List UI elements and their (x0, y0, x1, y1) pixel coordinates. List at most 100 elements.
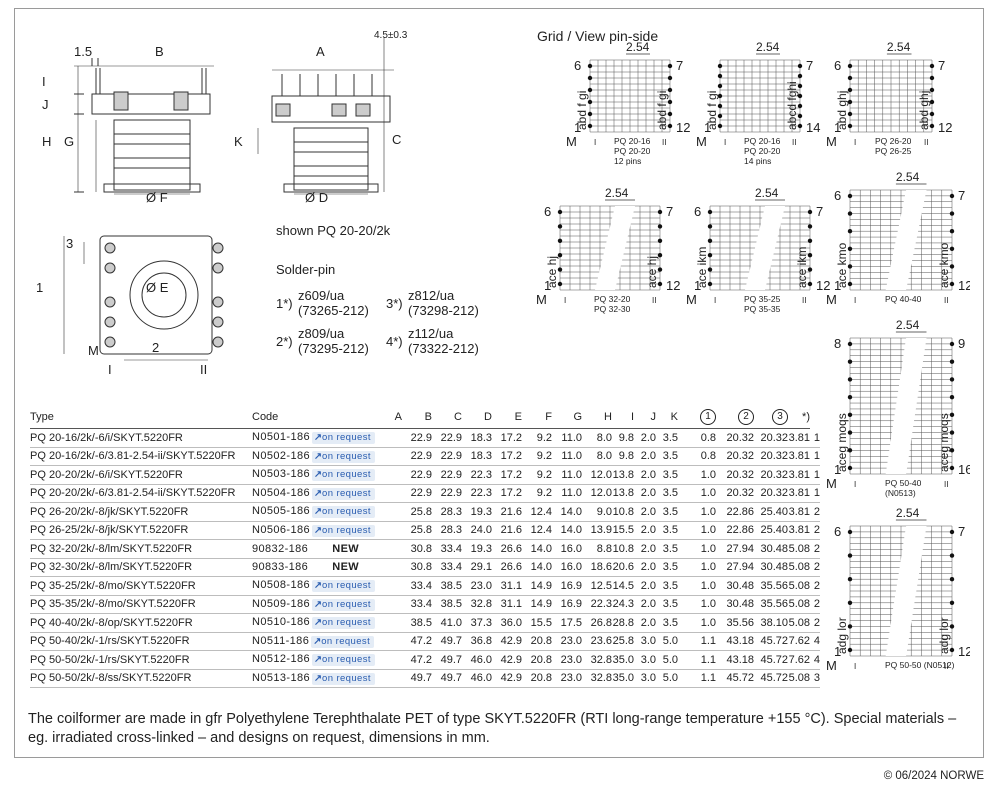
value-cell: 7.62 (788, 650, 810, 670)
table-header-cell: I (612, 409, 634, 429)
pin-dot (797, 93, 803, 99)
value-cell: 9.2 (522, 447, 552, 466)
pin-number-top: 6 (834, 188, 841, 203)
value-cell: 14.0 (552, 502, 582, 522)
on-request-link[interactable]: ↗on request (312, 506, 375, 519)
value-cell: 2 (810, 613, 820, 633)
value-cell: 38.5 (402, 613, 432, 633)
shown-label: shown PQ 20-20/2k (276, 223, 391, 238)
value-cell: 17.2 (492, 484, 522, 503)
on-request-link[interactable]: ↗on request (312, 487, 375, 500)
grid-row-i: I (564, 296, 566, 305)
grid-m-label: M (826, 476, 837, 491)
value-cell: 3.81 (788, 428, 810, 448)
pin-dot (807, 238, 813, 243)
value-cell: 30.8 (402, 539, 432, 559)
code-text: N0513-186 (252, 671, 311, 684)
value-cell: 1.0 (678, 595, 716, 614)
value-cell: 19.3 (462, 539, 492, 559)
grid-caption: PQ 32-20 (594, 294, 631, 304)
grid-caption: PQ 40-40 (885, 294, 922, 304)
pin-dot (587, 111, 593, 117)
value-cell: 2.0 (634, 576, 656, 596)
runner-icon: ↗ (313, 635, 322, 647)
value-cell: 18.3 (462, 447, 492, 466)
grid-caption: PQ 50-50 (N0512) (885, 660, 955, 670)
pin-letters-left: ace kmo (835, 242, 849, 288)
on-request-link[interactable]: ↗on request (312, 672, 375, 685)
value-cell: 14.0 (522, 539, 552, 559)
value-cell: 16.9 (552, 576, 582, 596)
table-header-cell: J (634, 409, 656, 429)
pin-number-right-top: 7 (958, 188, 965, 203)
code-text: N0506-186 (252, 523, 311, 536)
on-request-link[interactable]: ↗on request (312, 432, 375, 445)
table-header-cell: Code (252, 409, 344, 429)
pin-dot (707, 209, 713, 215)
on-request-link[interactable]: ↗on request (312, 524, 375, 537)
pin-letters-right: abcd fghi (785, 81, 799, 130)
on-request-link[interactable]: ↗on request (312, 469, 375, 482)
value-cell: 2 (810, 595, 820, 614)
value-cell: 3.5 (656, 428, 678, 448)
value-cell: 17.2 (492, 465, 522, 485)
value-cell: 9.2 (522, 484, 552, 503)
pin-dot (929, 63, 935, 69)
value-cell: 14.9 (522, 595, 552, 614)
grid-gap (885, 526, 927, 656)
on-request-link[interactable]: ↗on request (312, 654, 375, 667)
dim-m-label: M (88, 343, 99, 358)
on-request-link[interactable]: ↗on request (311, 635, 375, 648)
pin-dot (949, 264, 955, 269)
value-cell: 22.9 (432, 447, 462, 466)
pin-dot (587, 99, 593, 105)
pin-dot (557, 267, 563, 272)
value-cell: 1 (810, 465, 820, 485)
value-cell: 3.5 (656, 521, 678, 540)
pin-dot (847, 529, 853, 535)
value-cell: 12.0 (582, 484, 612, 503)
value-cell: 1 (810, 484, 820, 503)
pin-dot (657, 209, 663, 215)
value-cell: 22.86 (716, 521, 754, 540)
code-cell: N0505-186↗on request (252, 502, 402, 522)
on-request-link[interactable]: ↗on request (312, 580, 375, 593)
on-request-link[interactable]: ↗on request (312, 617, 375, 630)
pin-dot (587, 63, 593, 69)
pin-letters-left: adg lor (835, 617, 849, 654)
value-cell: 47.2 (402, 632, 432, 651)
value-cell: 46.0 (462, 650, 492, 670)
grid-m-label: M (826, 134, 837, 149)
value-cell: 2.0 (634, 595, 656, 614)
pin-number-top: 8 (834, 336, 841, 351)
value-cell: 43.18 (716, 650, 754, 670)
value-cell: 4 (810, 650, 820, 670)
type-cell: PQ 26-25/2k/-8/jk/SKYT.5220FR (30, 521, 252, 540)
code-text: N0504-186 (252, 486, 311, 499)
table-header-cell: *) (788, 409, 810, 429)
on-request-link[interactable]: ↗on request (312, 598, 375, 611)
value-cell: 0.8 (678, 447, 716, 466)
type-cell: PQ 32-30/2k/-8/lm/SKYT.5220FR (30, 558, 252, 577)
dim-45-label: 4.5±0.3 (374, 30, 408, 41)
on-request-link[interactable]: ↗on request (312, 450, 375, 463)
grid-m-label: M (696, 134, 707, 149)
grid-caption: PQ 26-25 (875, 146, 912, 156)
solder-title: Solder-pin (276, 262, 336, 277)
value-cell: 13.9 (582, 521, 612, 540)
code-text: N0502-186 (252, 449, 311, 462)
code-cell: N0511-186↗on request (252, 632, 402, 651)
code-text: N0501-186 (252, 431, 311, 444)
technical-drawings (63, 38, 394, 361)
pin-number-bottom: 1 (834, 644, 841, 659)
value-cell: 3.5 (656, 613, 678, 633)
value-cell: 20.8 (522, 650, 552, 670)
value-cell: 3.81 (788, 484, 810, 503)
code-cell: N0508-186↗on request (252, 576, 402, 596)
pin-dot (717, 103, 723, 109)
